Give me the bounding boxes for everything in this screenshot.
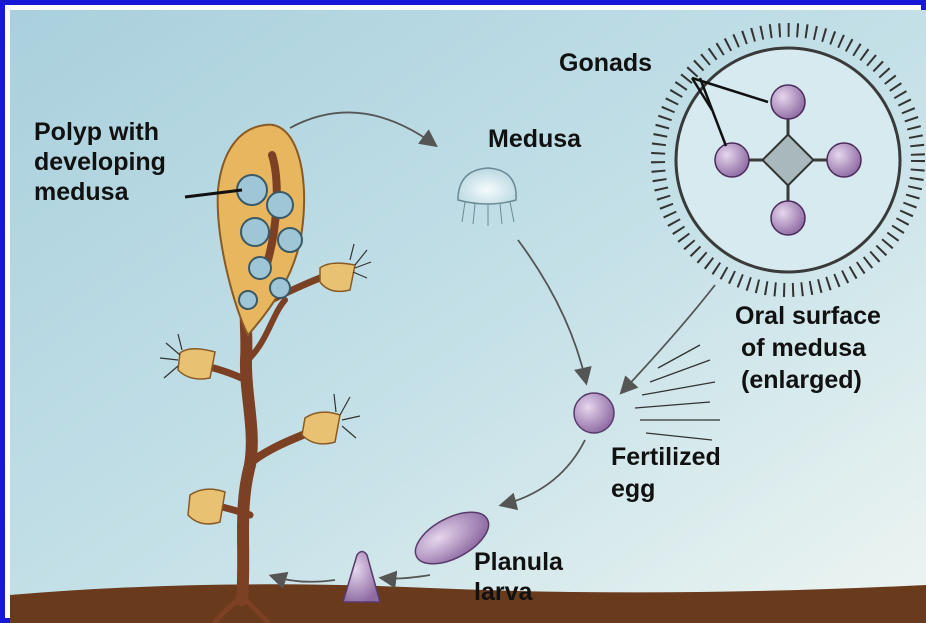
label-oral-surface-line-2: of medusa	[741, 335, 866, 362]
diagram-canvas: Polyp with developing medusa Medusa Gona…	[10, 10, 926, 623]
label-oral-surface-line-3: (enlarged)	[741, 367, 862, 394]
label-oral-surface-line-1: Oral surface	[735, 303, 881, 330]
fertilized-egg	[574, 393, 614, 433]
label-fertilized-egg-line-1: Fertilized	[611, 444, 721, 471]
label-polyp-line-1: Polyp with	[34, 119, 159, 146]
label-gonads: Gonads	[559, 50, 652, 77]
label-fertilized-egg-line-2: egg	[611, 476, 655, 503]
label-planula-line-1: Planula	[474, 549, 563, 576]
label-polyp-line-3: medusa	[34, 179, 128, 206]
label-polyp-line-2: developing	[34, 149, 166, 176]
label-planula-line-2: larva	[474, 579, 532, 606]
label-medusa: Medusa	[488, 126, 581, 153]
